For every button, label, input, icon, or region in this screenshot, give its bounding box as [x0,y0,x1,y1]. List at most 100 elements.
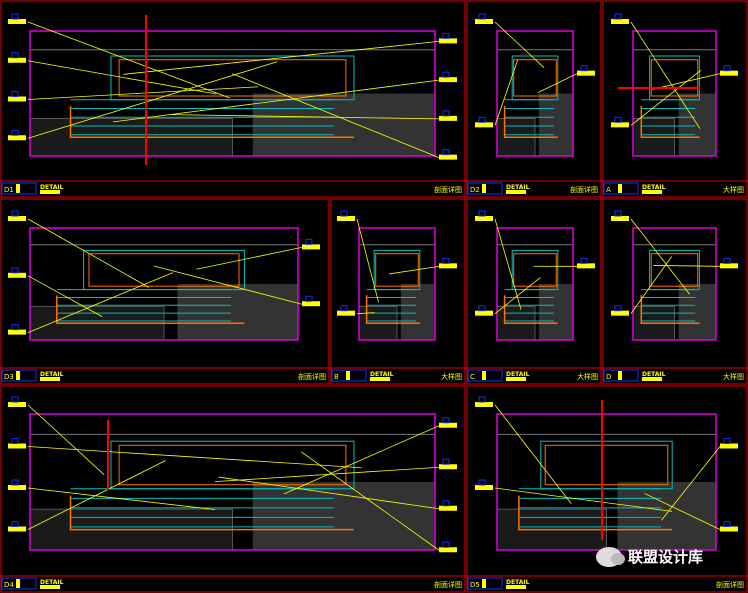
leader-line [27,86,258,100]
material-tag [475,216,493,221]
drawing-border [29,413,436,551]
leader-line [196,247,303,270]
leader-line [494,404,572,505]
leader-line [630,21,701,129]
drawing-border [496,227,574,341]
panel-title: DETAIL [370,371,394,378]
material-tag [720,70,738,76]
title-box [1,182,37,195]
tag-marker [580,257,588,264]
panel-scale: 剖面详图 [570,185,598,194]
leader-line [214,466,440,483]
title-box [467,577,503,590]
panel-scale: 大样图 [577,372,598,381]
base-finish [503,295,558,324]
tag-marker [11,13,19,20]
panel-id: D1 [4,186,14,194]
material-tag [611,19,629,24]
material-tag [439,547,457,553]
tag-marker [305,295,313,302]
title-mark [346,371,350,380]
tag-marker [442,149,450,156]
leader-line [356,312,375,315]
panel-id: A [606,186,611,194]
leader-line [494,218,522,310]
material-tag [8,57,26,63]
wechat-icon [596,546,625,567]
panel-id: D4 [4,581,14,589]
panel-title: DETAIL [506,184,530,191]
panel-scale: 剖面详图 [434,580,462,589]
leader-line [27,275,103,317]
material-tag [439,505,457,511]
title-mark [482,371,486,380]
leader-line [27,487,216,511]
drawing-border [358,227,436,341]
tag-marker [478,305,486,312]
tag-marker [11,210,19,217]
tag-marker [478,210,486,217]
cabinet-outline [110,55,355,101]
tag-marker [442,458,450,465]
leader-line [389,265,440,275]
leader-line [538,73,578,93]
material-tag [611,310,629,316]
material-tag [577,70,595,76]
cabinet-outline [649,249,700,291]
material-tag [337,310,355,316]
tag-marker [723,65,731,72]
tag-marker [614,305,622,312]
material-tag [8,402,26,407]
leader-line [494,59,519,126]
tag-marker [442,500,450,507]
base-finish [518,495,673,531]
cabinet-outline [83,249,245,291]
section-fill [177,284,298,340]
tag-marker [11,396,19,403]
title-box [1,369,37,382]
cabinet-outline [373,249,421,291]
material-tag [611,122,629,128]
panel-scale: 剖面详图 [298,372,326,381]
tag-marker [11,91,19,97]
finish-line [513,59,557,97]
tag-marker [723,521,731,527]
tag-marker [11,129,19,136]
base-finish [56,295,245,324]
title-box [467,369,503,382]
title-mark [618,371,622,380]
tag-marker [11,267,19,274]
cabinet-outline [511,249,559,291]
tag-marker [442,257,450,264]
title-underline [40,585,60,589]
base-finish [365,295,420,324]
tag-marker [478,396,486,403]
cabinet-outline [649,55,700,101]
panel-frame [0,385,466,593]
material-tag [439,77,457,83]
title-box [603,182,639,195]
finish-line [513,253,557,287]
title-underline [40,190,60,194]
base-finish [640,106,700,138]
tag-marker [442,71,450,78]
material-tag [8,135,26,141]
leader-line [653,265,721,267]
tag-marker [340,305,348,312]
panel-scale: 大样图 [441,372,462,381]
title-box [1,577,37,590]
panel-id: D [606,373,611,381]
drawing-border [496,30,574,157]
panel-scale: 大样图 [723,185,744,194]
leader-line [27,446,362,469]
panel-title: DETAIL [506,579,530,586]
leader-line [661,446,721,521]
title-mark [482,579,486,588]
tag-marker [442,541,450,548]
material-tag [475,19,493,24]
